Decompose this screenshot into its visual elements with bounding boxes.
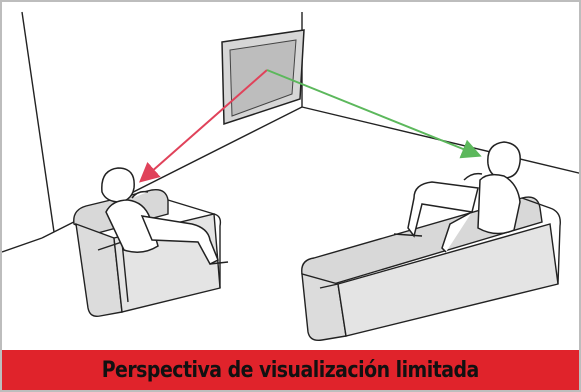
left-wall-corner <box>21 11 55 233</box>
caption-bar: Perspectiva de visualización limitada <box>2 350 579 390</box>
living-room-scene <box>2 11 579 342</box>
caption-text: Perspectiva de visualización limitada <box>101 357 480 383</box>
sofa-icon <box>301 196 561 342</box>
person-left-icon <box>101 167 229 265</box>
person-right-icon <box>393 141 521 253</box>
red-arrow-icon <box>138 69 268 183</box>
tv-screen-icon <box>221 29 305 126</box>
left-floor-end <box>2 237 43 253</box>
armchair-icon <box>73 189 222 318</box>
green-arrow-icon <box>266 69 482 159</box>
